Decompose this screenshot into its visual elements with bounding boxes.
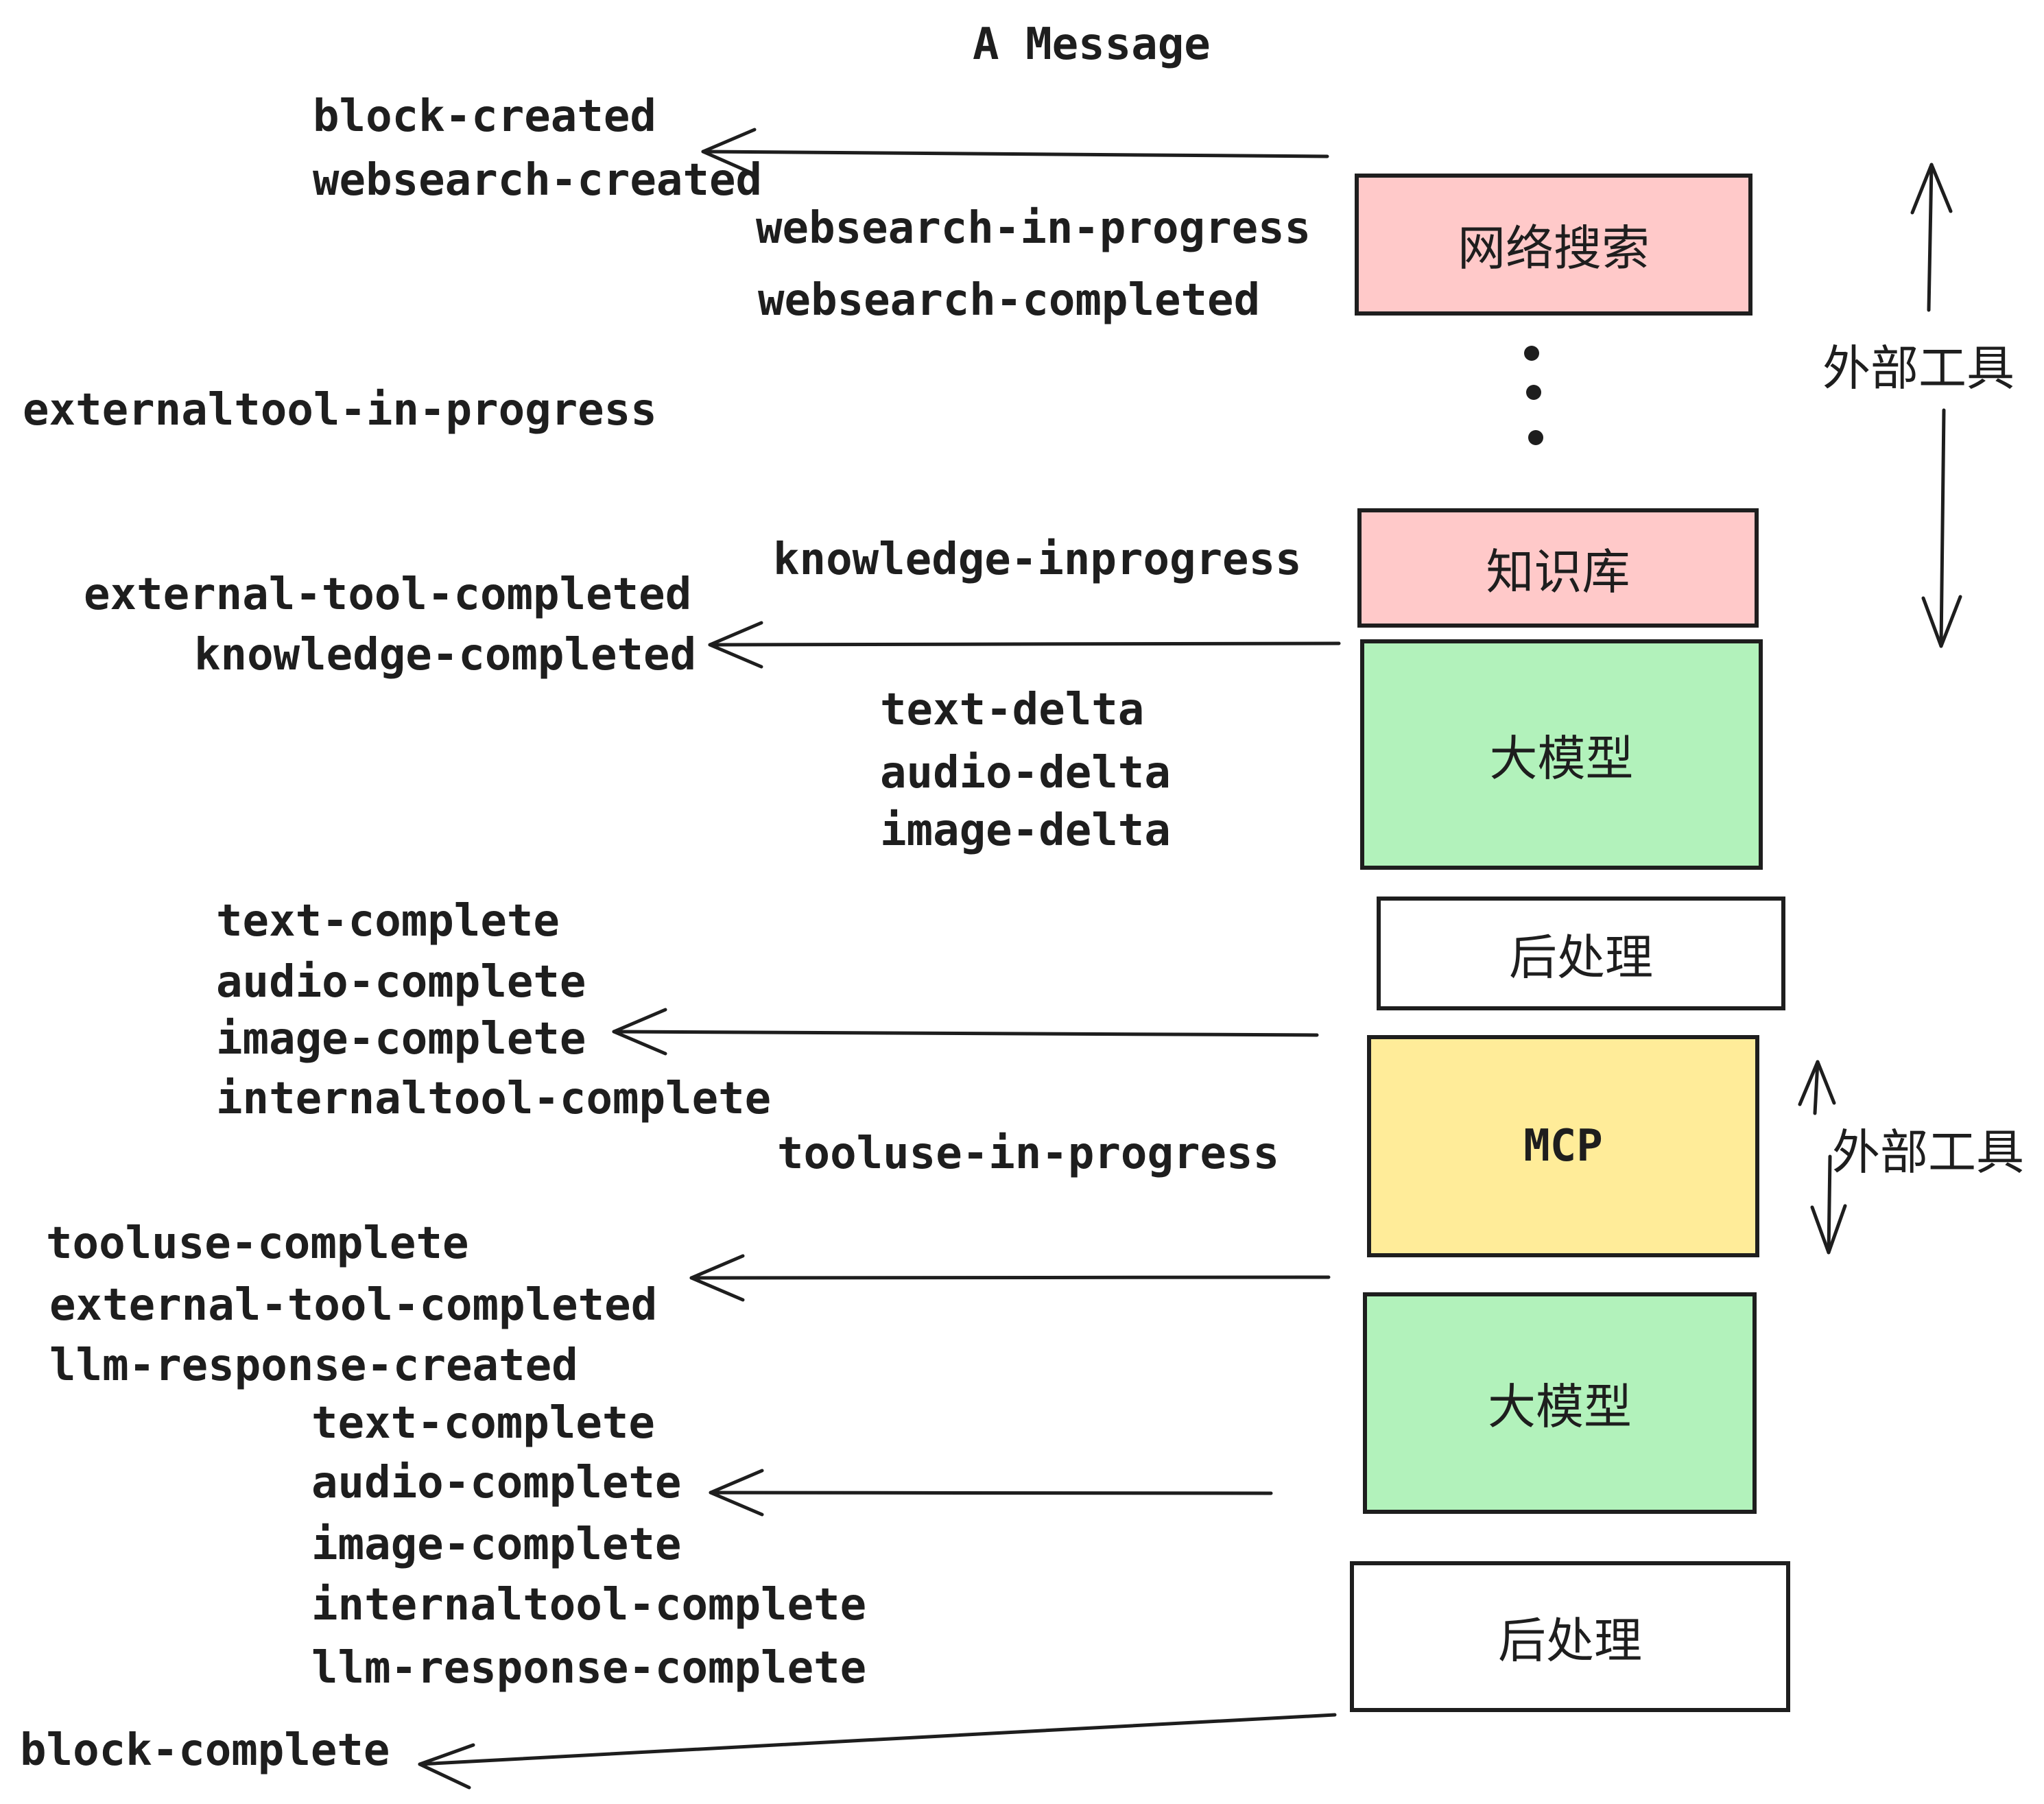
event-image-complete-1: image-complete: [216, 1014, 586, 1065]
event-externaltool-in-progress: externaltool-in-progress: [23, 385, 657, 436]
box-knowledge-label: 知识库: [1486, 543, 1630, 600]
ellipsis-dots: [1524, 346, 1543, 445]
event-knowledge-completed: knowledge-completed: [194, 630, 697, 680]
event-internaltool-complete-2: internaltool-complete: [311, 1580, 867, 1630]
event-external-tool-completed-2: external-tool-completed: [49, 1280, 658, 1331]
event-block-created: block-created: [313, 91, 656, 142]
event-llm-response-complete: llm-response-complete: [311, 1643, 867, 1694]
event-audio-complete-1: audio-complete: [216, 957, 586, 1008]
event-block-complete: block-complete: [20, 1725, 390, 1776]
box-llm-2-label: 大模型: [1488, 1379, 1632, 1435]
box-postprocess-1-label: 后处理: [1509, 929, 1653, 986]
arrow-tooluse-complete: [689, 1254, 1331, 1302]
arrow-internal-complete: [612, 1008, 1319, 1056]
event-text-complete-1: text-complete: [216, 896, 560, 947]
event-audio-delta-1: audio-delta: [880, 748, 1171, 798]
box-postprocess-2-label: 后处理: [1498, 1612, 1642, 1669]
arrow-llm-complete: [709, 1469, 1273, 1517]
box-postprocess-2: 后处理: [1350, 1561, 1790, 1712]
arrow-knowledge-completed: [708, 621, 1341, 669]
box-mcp-label: MCP: [1523, 1121, 1603, 1172]
event-text-complete-2: text-complete: [311, 1398, 655, 1449]
arrow-block-complete: [418, 1713, 1337, 1790]
event-knowledge-inprogress: knowledge-inprogress: [773, 534, 1302, 585]
box-mcp: MCP: [1367, 1035, 1759, 1257]
box-knowledge: 知识库: [1357, 508, 1759, 628]
box-websearch-label: 网络搜索: [1458, 220, 1650, 276]
event-tooluse-in-progress: tooluse-in-progress: [777, 1128, 1280, 1179]
box-llm-1: 大模型: [1360, 639, 1763, 870]
external-tools-up-arrow-2: [1798, 1060, 1836, 1115]
box-postprocess-1: 后处理: [1377, 897, 1785, 1010]
external-tools-label-2: 外部工具: [1832, 1124, 2024, 1180]
box-llm-2: 大模型: [1363, 1292, 1757, 1514]
event-external-tool-completed: external-tool-completed: [84, 569, 692, 620]
event-websearch-in-progress: websearch-in-progress: [756, 203, 1311, 254]
external-tools-label-1: 外部工具: [1822, 340, 2015, 396]
event-llm-response-created: llm-response-created: [49, 1340, 578, 1391]
event-internaltool-complete-1: internaltool-complete: [216, 1073, 772, 1124]
arrow-websearch-created: [701, 128, 1329, 176]
event-image-delta-1: image-delta: [880, 805, 1171, 856]
diagram-title: A Message: [973, 19, 1211, 70]
event-text-delta-1: text-delta: [880, 685, 1145, 735]
event-tooluse-complete: tooluse-complete: [46, 1218, 469, 1269]
external-tools-down-arrow-1: [1921, 408, 1962, 648]
event-image-complete-2: image-complete: [311, 1519, 682, 1570]
box-websearch: 网络搜索: [1355, 174, 1752, 316]
event-websearch-completed: websearch-completed: [758, 275, 1261, 326]
external-tools-up-arrow-1: [1910, 163, 1953, 312]
event-audio-complete-2: audio-complete: [311, 1458, 682, 1508]
event-websearch-created: websearch-created: [313, 155, 763, 206]
box-llm-1-label: 大模型: [1489, 730, 1634, 787]
